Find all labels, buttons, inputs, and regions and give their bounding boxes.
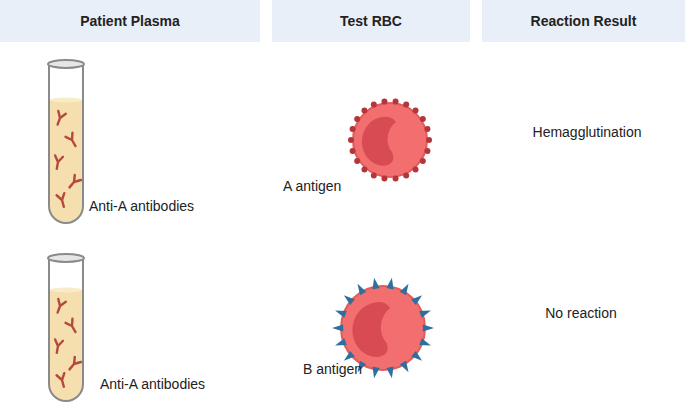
antigen-label: B antigen [303,361,362,378]
b-antigen [386,367,393,379]
column-header: Test RBC [272,0,470,42]
a-antigen [350,148,356,154]
test-tube [48,254,84,401]
a-antigen [420,116,426,122]
b-antigen [335,338,347,345]
test-tube [48,60,84,223]
a-antigen [424,126,430,132]
a-antigen [371,102,377,108]
header-text: Test RBC [340,13,402,29]
b-antigen [423,324,434,331]
b-antigen [335,311,347,318]
a-antigen [361,108,367,114]
a-antigen [420,158,426,164]
a-antigen [354,158,360,164]
a-antigen [413,166,419,172]
b-antigen [411,295,422,305]
b-antigen [344,295,355,305]
b-antigen [419,311,431,318]
a-antigen [350,126,356,132]
b-antigen [332,324,343,331]
red-blood-cell [348,98,432,181]
b-antigen [400,284,409,296]
a-antigen [371,172,377,178]
a-antigen [403,102,409,108]
a-antigen [393,176,399,182]
a-antigen [381,176,387,182]
antibody-label: Anti-A antibodies [100,376,205,393]
header-text: Reaction Result [531,13,637,29]
a-antigen [393,98,399,104]
a-antigen [354,116,360,122]
column-header: Patient Plasma [0,0,260,42]
b-antigen [386,278,393,290]
a-antigen [361,166,367,172]
header-text: Patient Plasma [80,13,180,29]
antibody-label: Anti-A antibodies [89,198,194,215]
b-antigen [373,278,380,290]
a-antigen [426,137,432,143]
antigen-label: A antigen [283,178,341,195]
a-antigen [424,148,430,154]
b-antigen [400,361,409,373]
a-antigen [348,137,354,143]
b-antigen [344,351,355,361]
a-antigen [403,172,409,178]
b-antigen [411,351,422,361]
a-antigen [413,108,419,114]
b-antigen [358,284,367,296]
b-antigen [373,367,380,379]
column-header: Reaction Result [482,0,685,42]
result-label: No reaction [545,305,617,322]
b-antigen [419,338,431,345]
result-label: Hemagglutination [533,124,642,141]
a-antigen [381,98,387,104]
